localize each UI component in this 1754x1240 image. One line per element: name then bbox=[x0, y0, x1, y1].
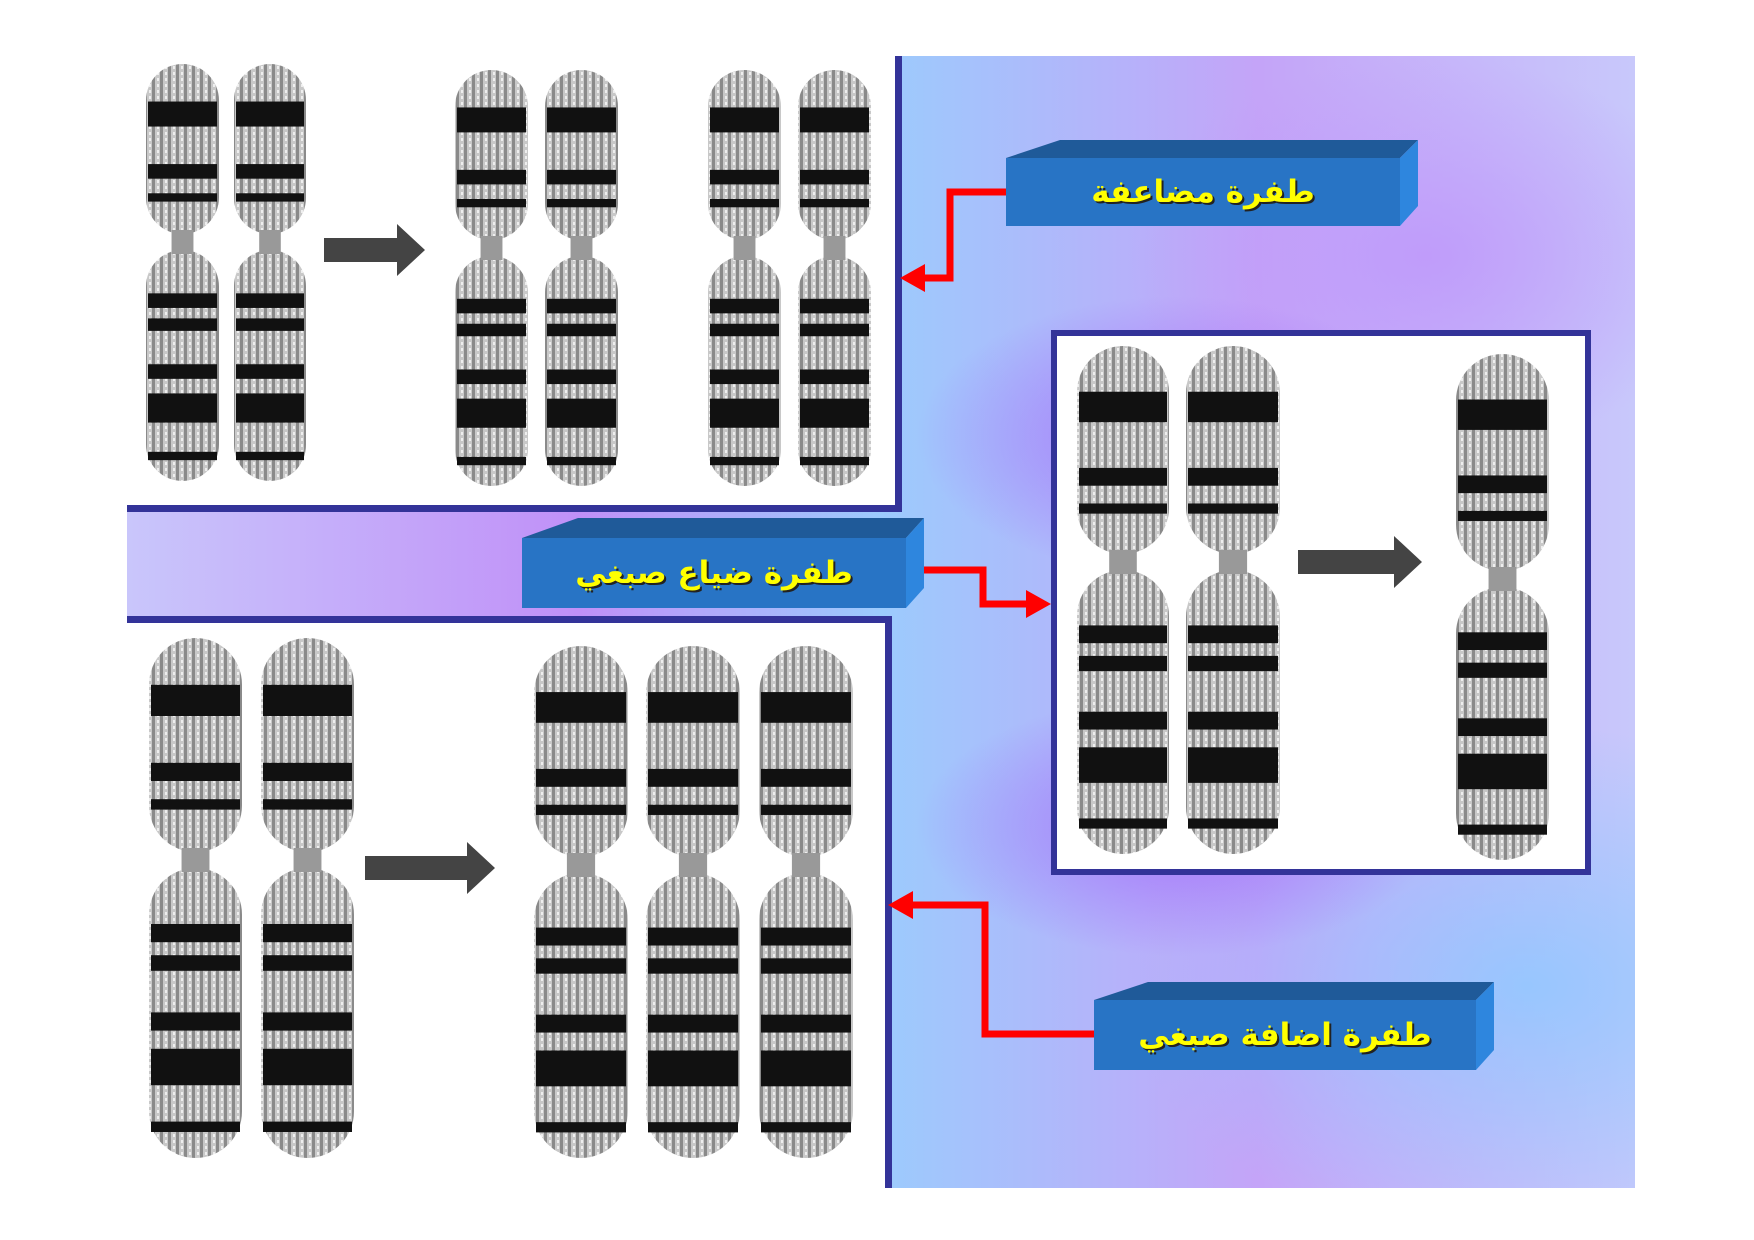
chromosome bbox=[261, 638, 354, 1158]
chromosome bbox=[146, 64, 219, 481]
arrowhead-icon bbox=[900, 264, 925, 292]
addition-connector-arrow bbox=[910, 901, 1094, 1038]
deletion-label: طفرة ضياع صبغي bbox=[522, 538, 906, 608]
chromosome bbox=[798, 70, 871, 486]
chromosome bbox=[234, 64, 306, 481]
chromosome bbox=[545, 70, 618, 486]
addition-label: طفرة اضافة صبغي bbox=[1094, 1000, 1476, 1070]
duplication-label-box: طفرة مضاعفة bbox=[1006, 140, 1418, 226]
chromosome bbox=[534, 646, 628, 1158]
chromosome bbox=[1456, 354, 1549, 860]
arrowhead-icon bbox=[1026, 590, 1051, 618]
duplication-label: طفرة مضاعفة bbox=[1006, 158, 1400, 226]
chromosome bbox=[646, 646, 740, 1158]
chromosome bbox=[708, 70, 781, 486]
process-arrow-icon bbox=[365, 842, 495, 894]
chromosome bbox=[455, 70, 528, 486]
chromosome bbox=[1077, 346, 1169, 854]
arrowhead-icon bbox=[888, 891, 913, 919]
process-arrow-icon bbox=[1298, 536, 1422, 588]
deletion-connector-arrow bbox=[905, 566, 1030, 608]
chromosome bbox=[1186, 346, 1280, 854]
process-arrow-icon bbox=[324, 224, 425, 276]
chromosome bbox=[149, 638, 242, 1158]
duplication-connector-arrow bbox=[920, 188, 1006, 282]
chromosome bbox=[759, 646, 853, 1158]
addition-label-box: طفرة اضافة صبغي bbox=[1094, 982, 1494, 1070]
deletion-label-box: طفرة ضياع صبغي bbox=[522, 518, 924, 608]
